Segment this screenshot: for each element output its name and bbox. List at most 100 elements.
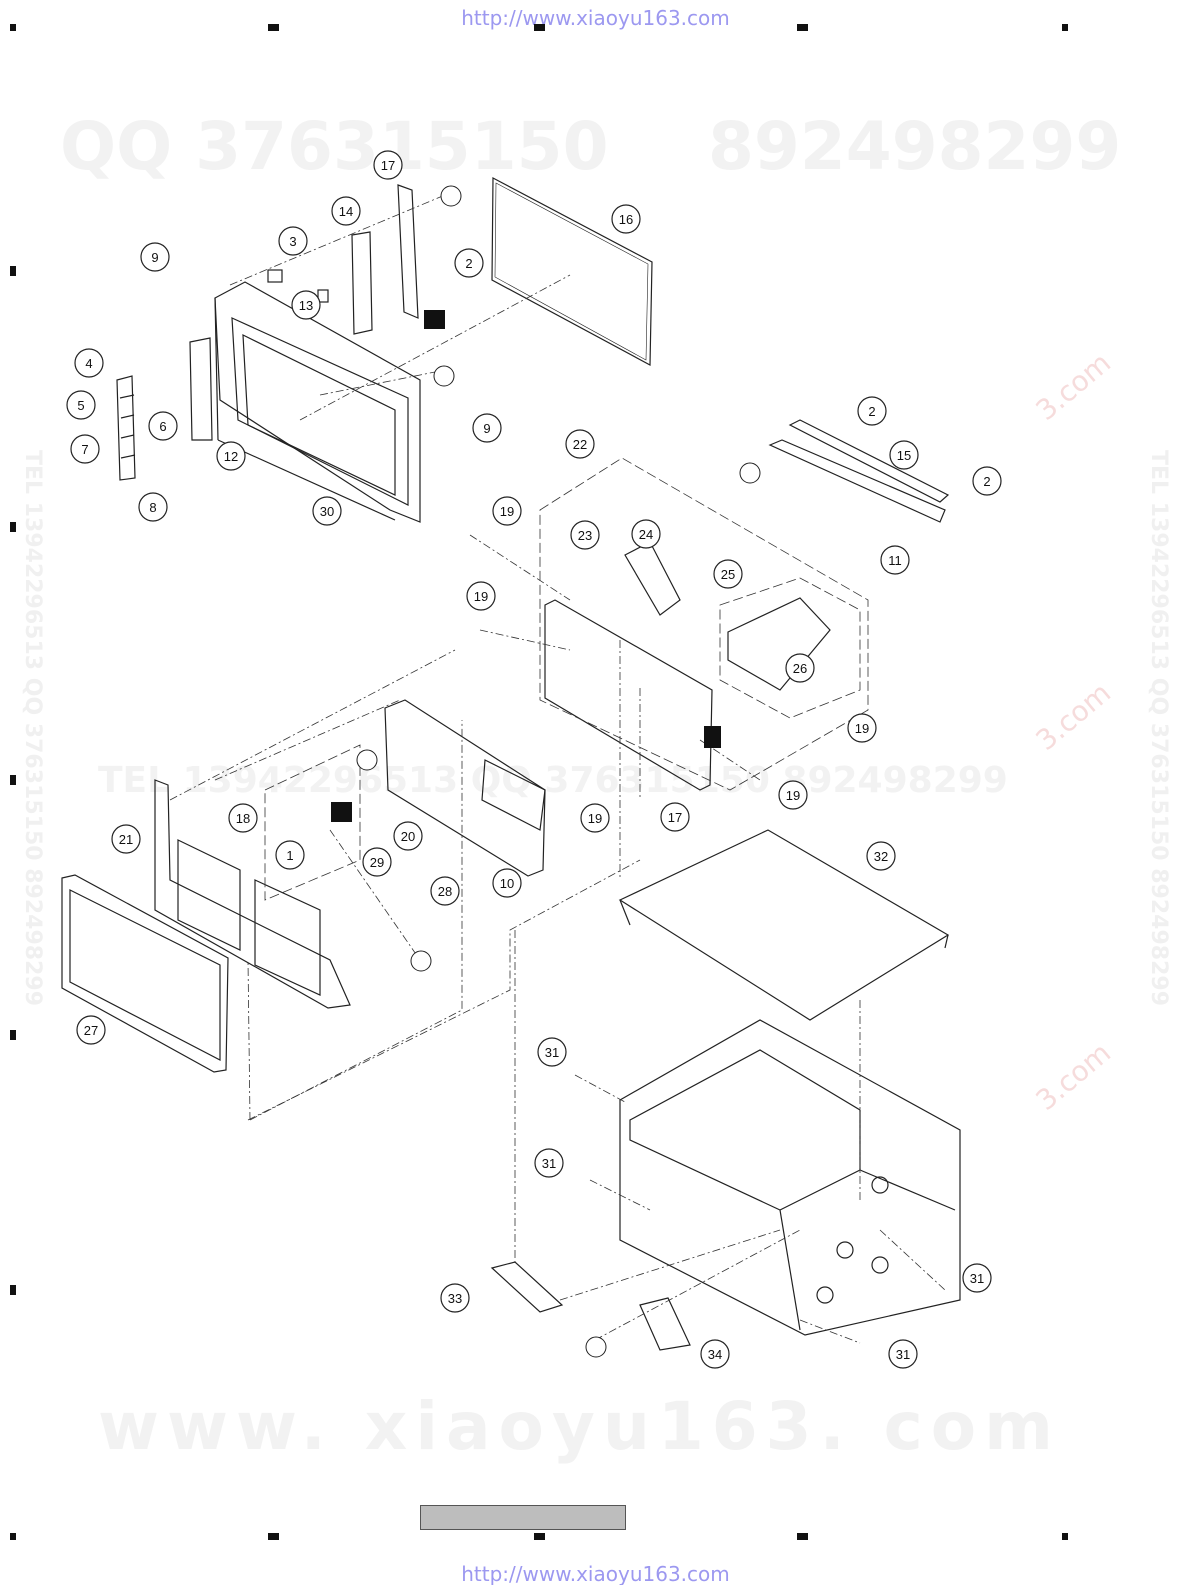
callout-number: 11 bbox=[888, 553, 902, 568]
callout-number: 31 bbox=[896, 1347, 910, 1362]
callout-15: 15 bbox=[889, 440, 919, 470]
callout-10: 10 bbox=[492, 868, 522, 898]
callout-16: 16 bbox=[611, 204, 641, 234]
callout-25: 25 bbox=[713, 559, 743, 589]
callout-1: 1 bbox=[275, 840, 305, 870]
callout-18: 18 bbox=[228, 803, 258, 833]
callout-number: 9 bbox=[151, 250, 158, 265]
front-bezel bbox=[214, 281, 421, 523]
callout-9: 9 bbox=[140, 242, 170, 272]
callout-circle bbox=[713, 559, 743, 589]
top-cover bbox=[618, 829, 950, 1021]
callout-9: 9 bbox=[472, 413, 502, 443]
callout-31: 31 bbox=[534, 1148, 564, 1178]
reference-circles bbox=[356, 185, 761, 1358]
callout-circle bbox=[74, 348, 104, 378]
callout-24: 24 bbox=[631, 519, 661, 549]
callout-17: 17 bbox=[660, 802, 690, 832]
watermark-qq: QQ 376315150 bbox=[60, 108, 609, 185]
callout-circle bbox=[611, 204, 641, 234]
callout-28: 28 bbox=[430, 876, 460, 906]
callout-number: 5 bbox=[77, 398, 84, 413]
callout-29: 29 bbox=[362, 847, 392, 877]
callout-4: 4 bbox=[74, 348, 104, 378]
callout-circle bbox=[889, 440, 919, 470]
callout-circle bbox=[888, 1339, 918, 1369]
callout-circle bbox=[570, 520, 600, 550]
callout-31: 31 bbox=[962, 1263, 992, 1293]
callout-circle bbox=[866, 841, 896, 871]
callout-circle bbox=[140, 242, 170, 272]
callout-circle bbox=[972, 466, 1002, 496]
main-chassis bbox=[619, 1019, 961, 1336]
callout-circle bbox=[565, 429, 595, 459]
callout-number: 13 bbox=[299, 298, 313, 313]
callout-3: 3 bbox=[278, 226, 308, 256]
callout-circle bbox=[857, 396, 887, 426]
callout-number: 2 bbox=[465, 256, 472, 271]
callout-circle bbox=[362, 847, 392, 877]
callout-circle bbox=[228, 803, 258, 833]
callout-19: 19 bbox=[778, 780, 808, 810]
callout-number: 12 bbox=[224, 449, 238, 464]
callout-14: 14 bbox=[331, 196, 361, 226]
header-url[interactable]: http://www.xiaoyu163.com bbox=[461, 6, 730, 30]
callout-number: 8 bbox=[149, 500, 156, 515]
footer-url[interactable]: http://www.xiaoyu163.com bbox=[461, 1562, 730, 1585]
callout-19: 19 bbox=[847, 713, 877, 743]
callout-circle bbox=[454, 248, 484, 278]
callout-number: 2 bbox=[868, 404, 875, 419]
callout-number: 3 bbox=[289, 234, 296, 249]
callout-number: 10 bbox=[500, 876, 514, 891]
callout-19: 19 bbox=[466, 581, 496, 611]
callout-2: 2 bbox=[857, 396, 887, 426]
callout-circle bbox=[962, 1263, 992, 1293]
callout-number: 19 bbox=[786, 788, 800, 803]
callout-number: 27 bbox=[84, 1023, 98, 1038]
callout-number: 19 bbox=[500, 504, 514, 519]
callout-number: 4 bbox=[85, 356, 92, 371]
callout-number: 17 bbox=[668, 810, 682, 825]
rail-bracket bbox=[768, 419, 950, 523]
callout-circle bbox=[278, 226, 308, 256]
callout-circle bbox=[472, 413, 502, 443]
callout-number: 2 bbox=[983, 474, 990, 489]
flex-cables bbox=[490, 1261, 691, 1351]
watermark-vertical-right: TEL 13942296513 QQ 376315150 892498299 bbox=[1146, 450, 1171, 1007]
callout-circle bbox=[138, 492, 168, 522]
callout-number: 31 bbox=[542, 1156, 556, 1171]
watermark-www: www. xiaoyu163. com bbox=[98, 1388, 1061, 1465]
callout-23: 23 bbox=[570, 520, 600, 550]
callout-7: 7 bbox=[70, 434, 100, 464]
callout-11: 11 bbox=[880, 545, 910, 575]
callout-30: 30 bbox=[312, 496, 342, 526]
callout-circle bbox=[880, 545, 910, 575]
callout-number: 18 bbox=[236, 811, 250, 826]
callout-circle bbox=[580, 803, 610, 833]
callout-number: 25 bbox=[721, 567, 735, 582]
callout-26: 26 bbox=[785, 653, 815, 683]
callout-number: 29 bbox=[370, 855, 384, 870]
callout-circle bbox=[76, 1015, 106, 1045]
watermark-qq2: 892498299 bbox=[708, 108, 1122, 185]
callout-number: 33 bbox=[448, 1291, 462, 1306]
callout-number: 1 bbox=[286, 848, 293, 863]
lcd-assembly bbox=[61, 874, 229, 1073]
callout-circle bbox=[216, 441, 246, 471]
callout-circle bbox=[373, 150, 403, 180]
callout-circle bbox=[847, 713, 877, 743]
callout-number: 24 bbox=[639, 527, 653, 542]
callout-20: 20 bbox=[393, 821, 423, 851]
callout-circle bbox=[430, 876, 460, 906]
callout-33: 33 bbox=[440, 1283, 470, 1313]
callout-circle bbox=[492, 496, 522, 526]
callout-number: 31 bbox=[545, 1045, 559, 1060]
callout-number: 32 bbox=[874, 849, 888, 864]
callout-number: 31 bbox=[970, 1271, 984, 1286]
callout-number: 23 bbox=[578, 528, 592, 543]
callout-27: 27 bbox=[76, 1015, 106, 1045]
callout-12: 12 bbox=[216, 441, 246, 471]
callout-number: 34 bbox=[708, 1347, 722, 1362]
